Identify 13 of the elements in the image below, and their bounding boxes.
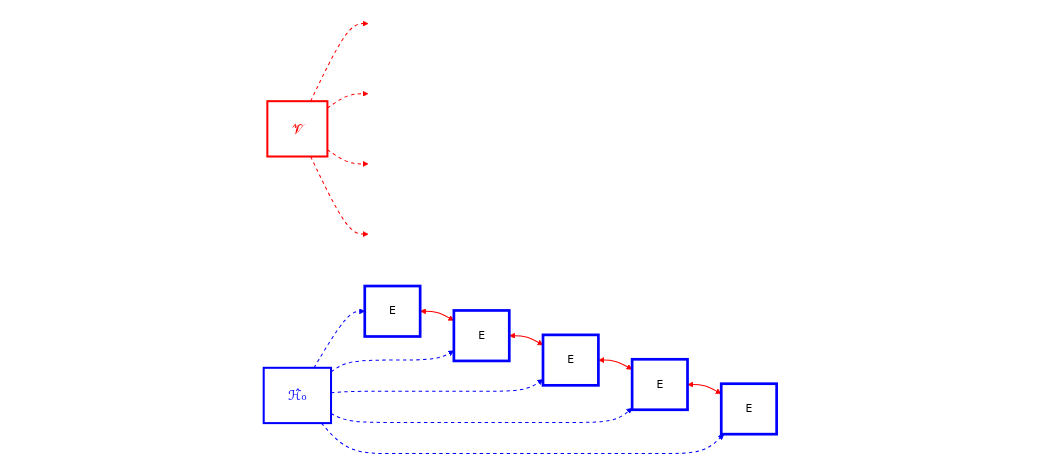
arrow <box>420 308 454 321</box>
node-box: E <box>719 382 778 436</box>
node-box: E <box>452 309 511 363</box>
arrow <box>309 20 369 102</box>
arrow <box>330 350 454 373</box>
node-box: E <box>630 357 689 412</box>
arrow <box>330 407 633 423</box>
arrow <box>687 381 722 395</box>
node-box: E <box>363 284 422 338</box>
node-box: E <box>541 333 600 387</box>
arrow <box>309 156 369 238</box>
node-box: ℋ̂₀ <box>262 366 332 425</box>
node-box: 𝒱̂ <box>266 100 329 158</box>
